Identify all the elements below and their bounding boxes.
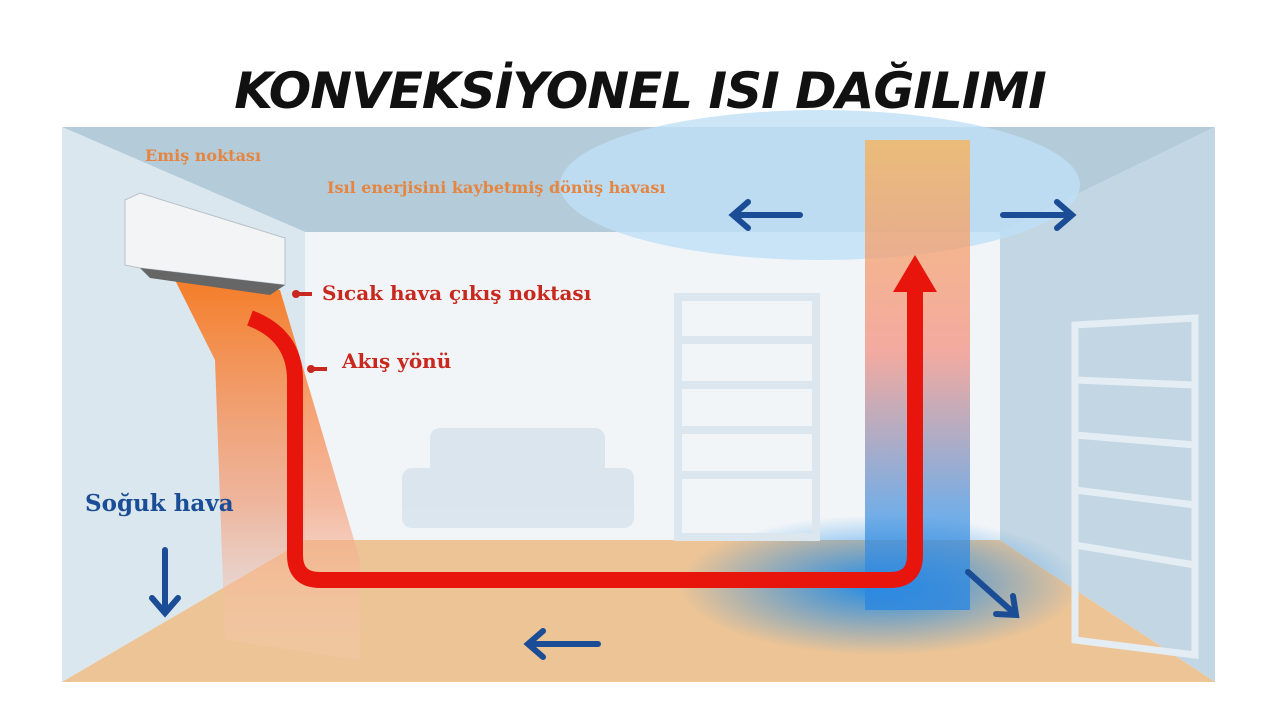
- arrow-down-left: [149, 547, 181, 618]
- label-intake: Emiş noktası: [145, 146, 262, 165]
- sofa: [402, 428, 634, 528]
- label-cold-air: Soğuk hava: [85, 490, 234, 517]
- arrow-left-ceiling: [728, 199, 803, 231]
- label-flow-direction: Akış yönü: [342, 349, 452, 373]
- air-conditioner-unit: [124, 192, 286, 295]
- shelf: [674, 293, 820, 541]
- arrow-right-ceiling: [1000, 199, 1077, 231]
- right-wall: [1000, 127, 1215, 682]
- warm-air-jet: [170, 270, 360, 660]
- arrow-down-right: [965, 569, 1020, 619]
- label-return-air: Isıl enerjisini kaybetmiş dönüş havası: [327, 178, 666, 197]
- flow-path: [246, 285, 923, 588]
- bookcase: [1071, 314, 1199, 659]
- arrow-left-floor: [523, 628, 601, 660]
- label-hot-outlet: Sıcak hava çıkış noktası: [322, 281, 592, 305]
- cold-arrows: [149, 199, 1077, 660]
- flow-arrowhead: [893, 255, 937, 292]
- diagram-title: KONVEKSİYONEL ISI DAĞILIMI: [234, 62, 1047, 120]
- label-pointers: [292, 290, 327, 373]
